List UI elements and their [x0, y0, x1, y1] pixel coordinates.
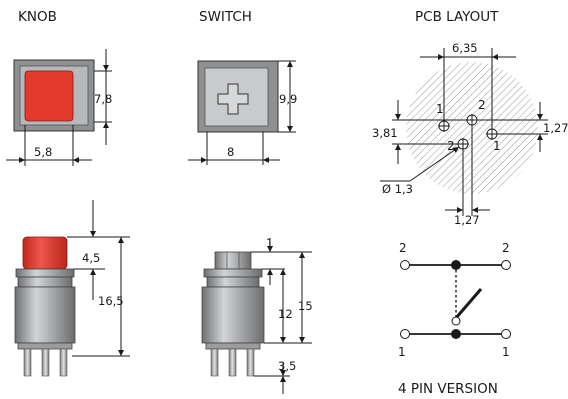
pcb-pitch-x-label: 6,35 — [452, 41, 478, 55]
knob-side-view: 4,5 16,5 — [14, 200, 130, 377]
pcb-hole-diameter-label: Ø 1,3 — [382, 182, 413, 196]
knob-top-view: 7,8 5,8 — [6, 49, 112, 166]
switch-plus-icon — [217, 83, 249, 115]
title-switch: SWITCH — [199, 9, 252, 25]
switch-height-label: 9,9 — [279, 92, 297, 106]
switch-total-height-label: 15 — [298, 299, 313, 313]
pcb-pin-label: 2 — [478, 98, 486, 112]
schematic-label-bottom-right: 1 — [502, 345, 510, 359]
pcb-pin-label: 1 — [436, 102, 444, 116]
knob-height-label: 7,8 — [94, 92, 112, 106]
switch-top-view: 9,9 8 — [188, 60, 297, 165]
switch-body-height-label: 12 — [278, 307, 293, 321]
pcb-offset-bottom-label: 1,27 — [454, 213, 480, 227]
knob-total-height-label: 16,5 — [98, 294, 124, 308]
title-pcb-layout: PCB LAYOUT — [415, 9, 499, 25]
pcb-pin-label: 2 — [447, 139, 455, 153]
schematic-label-bottom-left: 1 — [398, 345, 406, 359]
switch-schematic: 2 2 1 1 4 PIN VERSION — [398, 241, 511, 397]
pcb-offset-right-label: 1,27 — [543, 121, 568, 135]
switch-width-label: 8 — [227, 145, 234, 159]
switch-top-step-label: 1 — [266, 236, 273, 250]
schematic-label-top-right: 2 — [502, 241, 510, 255]
switch-side-view: 1 12 15 3,5 — [201, 236, 313, 394]
schematic-caption: 4 PIN VERSION — [398, 381, 498, 397]
knob-width-label: 5,8 — [34, 145, 52, 159]
knob-cap-height-label: 4,5 — [82, 251, 100, 265]
pcb-pin-label: 1 — [493, 139, 501, 153]
pcb-pitch-y-label: 3,81 — [372, 126, 398, 140]
switch-pin-length-label: 3,5 — [278, 359, 296, 373]
schematic-label-top-left: 2 — [399, 241, 407, 255]
pcb-layout: 1 2 2 1 6,35 3,81 1,27 1,27 Ø 1,3 — [372, 41, 568, 227]
title-knob: KNOB — [18, 9, 57, 25]
